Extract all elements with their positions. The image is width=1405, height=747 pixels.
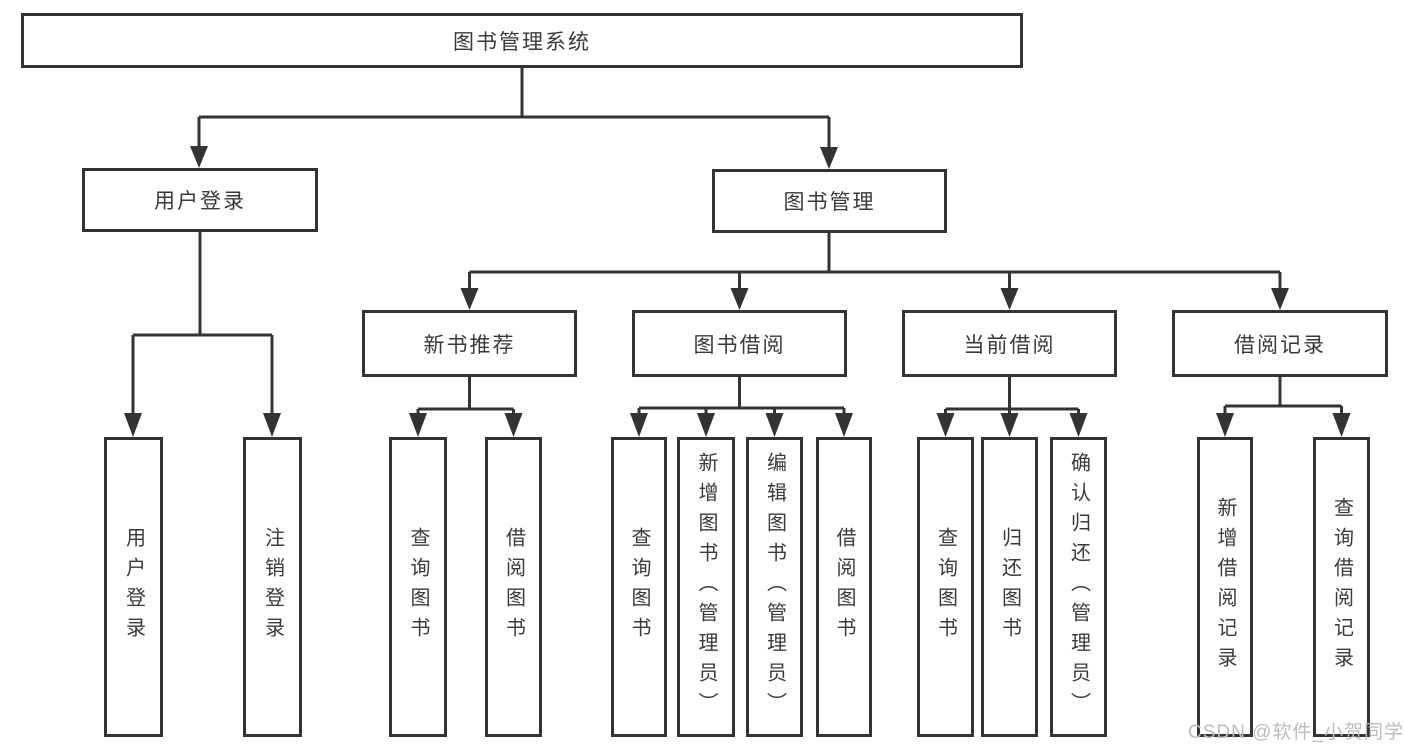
connector-book-management-to-level2 bbox=[460, 233, 1289, 310]
leaf-logout: 注销登录 bbox=[243, 437, 302, 737]
leaf-borrow-books: 借阅图书 bbox=[816, 437, 872, 737]
leaf-add-borrow-record: 新增借阅记录 bbox=[1197, 437, 1253, 737]
leaf-edit-books-admin: 编辑图书（管理员） bbox=[746, 437, 803, 737]
watermark-text: CSDN @软件_小贺同学 bbox=[1188, 722, 1404, 743]
node-new-book-recommend: 新书推荐 bbox=[362, 310, 577, 377]
leaf-confirm-return-admin: 确认归还（管理员） bbox=[1050, 437, 1107, 737]
leaf-return-books: 归还图书 bbox=[981, 437, 1038, 737]
node-user-login: 用户登录 bbox=[82, 168, 318, 232]
connector-borrow-records-to-leaves bbox=[1216, 377, 1351, 437]
leaf-query-borrow-record: 查询借阅记录 bbox=[1313, 437, 1370, 737]
node-current-borrow: 当前借阅 bbox=[902, 310, 1117, 377]
node-borrow-records: 借阅记录 bbox=[1172, 310, 1388, 377]
connector-root-to-level1 bbox=[190, 68, 838, 169]
leaf-borrow-books-recommend: 借阅图书 bbox=[485, 437, 542, 737]
node-library-system: 图书管理系统 bbox=[21, 13, 1023, 68]
connector-current-borrow-to-leaves bbox=[936, 377, 1088, 437]
leaf-query-books-current: 查询图书 bbox=[917, 437, 974, 737]
node-book-borrow: 图书借阅 bbox=[632, 310, 847, 377]
connector-new-book-recommend-to-leaves bbox=[409, 377, 523, 437]
leaf-add-books-admin: 新增图书（管理员） bbox=[677, 437, 735, 737]
node-book-management: 图书管理 bbox=[712, 169, 947, 233]
connector-user-login-to-leaves bbox=[124, 232, 281, 437]
connector-book-borrow-to-leaves bbox=[630, 377, 853, 437]
leaf-query-books-recommend: 查询图书 bbox=[389, 437, 447, 737]
leaf-user-login: 用户登录 bbox=[104, 437, 163, 737]
leaf-query-books-borrow: 查询图书 bbox=[611, 437, 667, 737]
